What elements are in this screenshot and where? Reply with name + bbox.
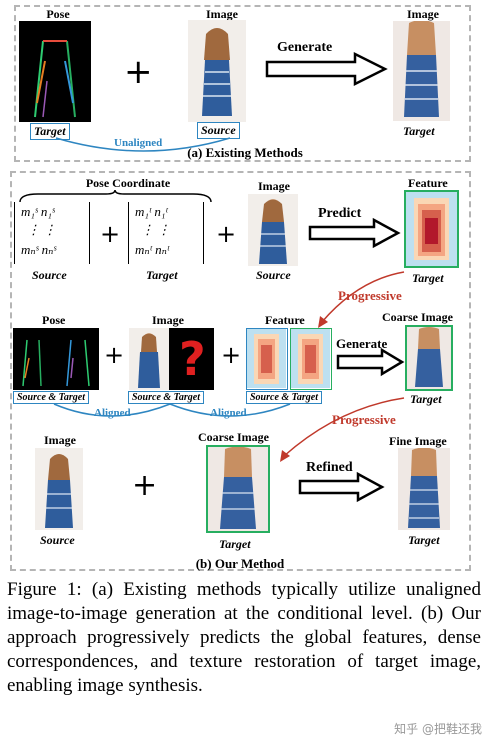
feature-label-b2: Feature (265, 313, 305, 327)
source-photo-b1 (248, 194, 298, 266)
figure-caption: Figure 1: (a) Existing methods typically… (7, 579, 481, 696)
pose-coordinate-label: Pose Coordinate (85, 176, 171, 190)
source-matrix-row-1: m₁ˢ n₁ˢ (21, 204, 55, 219)
generate-label-b: Generate (336, 336, 388, 351)
feature-target-label-b1: Target (412, 271, 444, 285)
progressive-curve-1 (318, 271, 405, 328)
generate-arrow-b (336, 347, 405, 377)
feature-label-b1: Feature (408, 176, 448, 190)
predict-arrow (308, 217, 401, 249)
target-matrix-row-1: m₁ᵗ n₁ᵗ (135, 204, 168, 219)
panel-our-method (10, 171, 471, 571)
result-photo-a (393, 21, 450, 121)
refined-label: Refined (306, 460, 353, 475)
person-figure-b3 (45, 454, 73, 528)
feature-map-1 (404, 190, 459, 268)
plus-icon-a: + (124, 52, 153, 92)
plus-icon-b1: + (100, 220, 121, 248)
refined-arrow (298, 471, 385, 503)
target-matrix-row-n: mₙᵗ nₙᵗ (135, 242, 170, 257)
fine-image (398, 448, 450, 530)
target-tag-a: Target (30, 123, 70, 140)
aligned-label-2: Aligned (210, 407, 247, 419)
result-image-label-a: Image (407, 7, 439, 21)
pose-label-b: Pose (42, 313, 66, 327)
progressive-label-2: Progressive (332, 412, 396, 427)
question-mark-icon: ? (179, 332, 206, 386)
image-label-b1: Image (258, 179, 290, 193)
image-source-label-b3: Source (40, 533, 75, 547)
coarse-figure-1 (415, 327, 443, 387)
source-matrix-row-n: mₙˢ nₙˢ (21, 242, 57, 257)
feature-map-source (246, 328, 288, 390)
progressive-curve-2 (280, 397, 405, 462)
coarse-target-label-1: Target (410, 392, 442, 406)
aligned-curves (53, 403, 291, 417)
plus-icon-b2: + (216, 220, 237, 248)
coarse-image-2 (206, 445, 270, 533)
unaligned-label: Unaligned (114, 137, 163, 149)
coarse-target-label-2: Target (219, 537, 251, 551)
person-figure-b2 (138, 333, 160, 388)
panel-a-title: (a) Existing Methods (187, 145, 303, 160)
image-label-a: Image (206, 7, 238, 21)
unknown-target-image: ? (169, 328, 214, 390)
result-target-label-a: Target (403, 124, 435, 138)
feature-heatmap-target (291, 329, 330, 388)
panel-existing-methods (14, 5, 471, 162)
source-photo-a (188, 20, 246, 122)
coarse-image-1 (405, 325, 453, 391)
source-matrix-dots: ⋮ ⋮ (27, 222, 57, 237)
source-target-tag-1: Source & Target (13, 391, 89, 404)
source-photo-b3 (35, 448, 83, 530)
generate-label-a: Generate (277, 40, 333, 55)
unaligned-curve (55, 137, 231, 152)
source-tag-a: Source (197, 122, 240, 139)
image-label-b3: Image (44, 433, 76, 447)
plus-icon-b5: + (132, 468, 158, 503)
pose-pair-image (13, 328, 99, 390)
person-figure-b1 (259, 199, 287, 264)
feature-heatmap-source (247, 329, 286, 388)
target-label-b1: Target (146, 268, 178, 282)
source-target-tag-3: Source & Target (246, 391, 322, 404)
skeleton-lines-a (34, 40, 76, 118)
fine-figure (408, 448, 440, 528)
panel-b-title: (b) Our Method (195, 556, 285, 571)
fine-target-label: Target (408, 533, 440, 547)
pose-skeleton-image-a (19, 21, 91, 122)
pose-label-a: Pose (46, 7, 70, 21)
coarse-image-label-1: Coarse Image (382, 310, 453, 324)
person-back-figure-a (404, 21, 439, 117)
plus-icon-b3: + (104, 341, 125, 369)
person-figure-a (202, 28, 232, 116)
progressive-label-1: Progressive (338, 288, 402, 303)
coarse-image-label-2: Coarse Image (198, 430, 269, 444)
fine-image-label: Fine Image (389, 434, 447, 448)
watermark: 知乎 @把鞋还我 (394, 722, 482, 736)
image-label-b2: Image (152, 313, 184, 327)
skeleton-lines-b (22, 339, 90, 387)
image-source-label-b1: Source (256, 268, 291, 282)
source-photo-b2 (129, 328, 169, 390)
pose-coordinate-brace (19, 189, 212, 203)
coarse-figure-2 (220, 447, 256, 529)
predict-label: Predict (318, 206, 362, 221)
target-matrix-dots: ⋮ ⋮ (141, 222, 171, 237)
generate-arrow-a (265, 51, 388, 87)
source-target-tag-2: Source & Target (128, 391, 204, 404)
source-label-b1: Source (32, 268, 67, 282)
source-matrix: m₁ˢ n₁ˢ ⋮ ⋮ mₙˢ nₙˢ (14, 202, 90, 264)
target-matrix: m₁ᵗ n₁ᵗ ⋮ ⋮ mₙᵗ nₙᵗ (128, 202, 204, 264)
feature-map-target (290, 328, 332, 390)
feature-heatmap-1 (406, 192, 457, 266)
aligned-label-1: Aligned (94, 407, 131, 419)
plus-icon-b4: + (221, 341, 242, 369)
